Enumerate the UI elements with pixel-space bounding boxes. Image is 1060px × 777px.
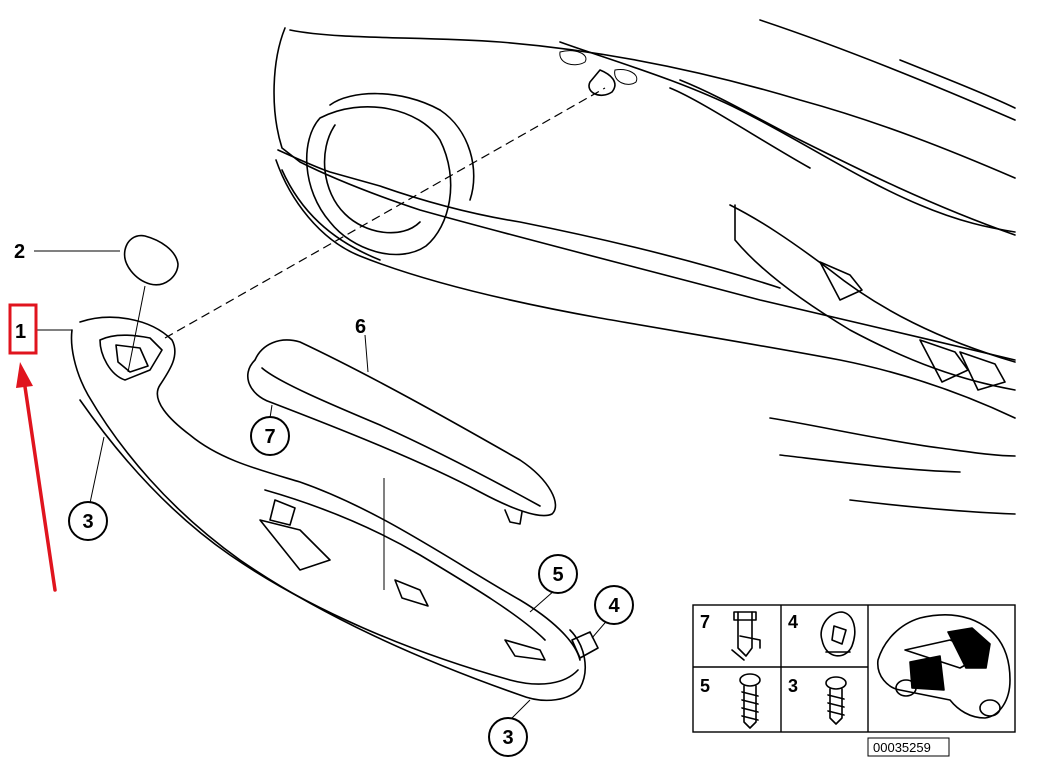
svg-text:3: 3	[502, 727, 513, 749]
clip-icon	[731, 611, 761, 661]
plug-icon	[820, 611, 856, 657]
legend-label-4: 4	[788, 612, 798, 632]
reference-number-box: 00035259	[867, 737, 950, 757]
car-location-icon	[877, 614, 1011, 719]
armrest-trim	[70, 316, 586, 702]
svg-text:3: 3	[82, 511, 93, 533]
leader-lines	[34, 250, 611, 721]
screw-icon-3	[825, 676, 847, 725]
legend-label-3: 3	[788, 676, 798, 696]
svg-text:00035259: 00035259	[873, 740, 931, 755]
red-arrow	[16, 362, 57, 592]
fastener-legend-table: 7 4 5 3	[692, 604, 1016, 733]
callout-6: 6	[355, 316, 366, 338]
callout-1: 1	[15, 321, 26, 343]
callout-3-bottom: 3	[488, 717, 528, 757]
legend-label-5: 5	[700, 676, 710, 696]
svg-text:7: 7	[264, 426, 275, 448]
callout-3-left: 3	[68, 501, 108, 541]
svg-text:5: 5	[552, 564, 563, 586]
legend-label-7: 7	[700, 612, 710, 632]
clip-part-4	[571, 631, 599, 659]
callout-7: 7	[250, 416, 290, 456]
callout-2: 2	[14, 241, 25, 263]
callout-5: 5	[538, 554, 578, 594]
callout-4: 4	[594, 585, 634, 625]
armrest-cover-part-6	[246, 339, 557, 525]
assembly-line-cap	[127, 285, 146, 373]
assembly-line-upper	[164, 87, 606, 339]
svg-text:4: 4	[608, 595, 620, 617]
highlight-box	[8, 303, 38, 355]
cover-cap-part-2	[123, 234, 179, 286]
screw-icon-5	[739, 673, 761, 729]
door-panel	[273, 19, 1016, 515]
